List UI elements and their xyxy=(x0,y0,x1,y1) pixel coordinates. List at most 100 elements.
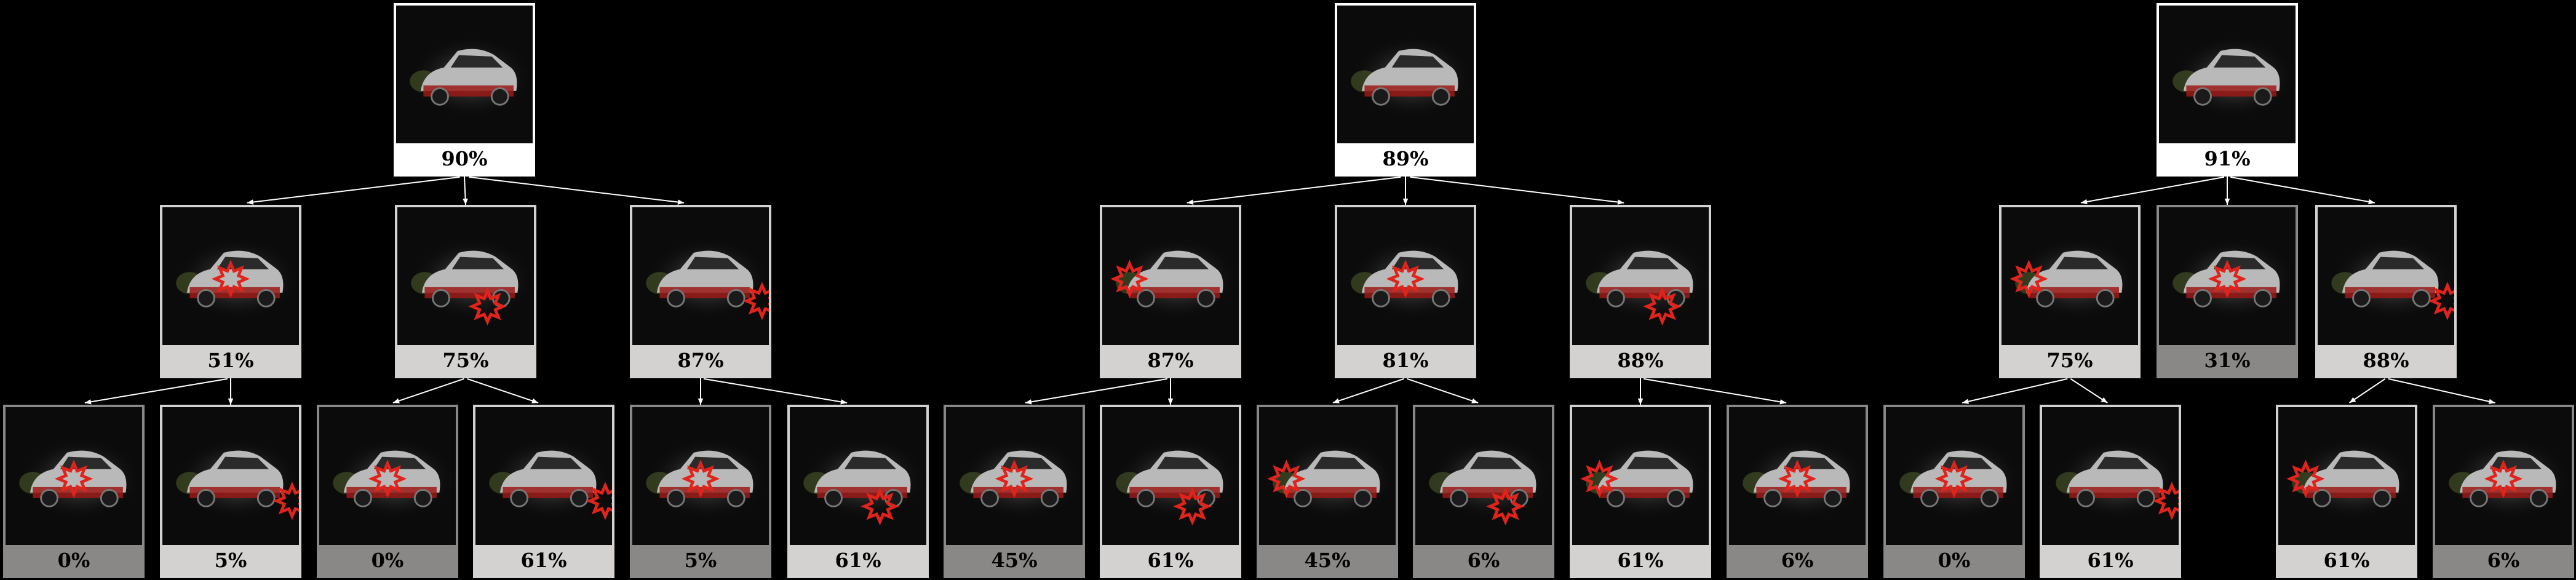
front-wheel xyxy=(1137,488,1155,507)
rear-wheel xyxy=(2253,288,2272,308)
rear-wheel xyxy=(570,488,589,507)
edge-arrowhead xyxy=(1471,398,1479,403)
marker-icon xyxy=(2010,260,2048,298)
confidence-label: 6% xyxy=(2487,549,2520,572)
rear-wheel xyxy=(726,488,745,507)
front-wheel xyxy=(40,488,58,507)
front-wheel xyxy=(1607,488,1625,507)
front-wheel xyxy=(1137,288,1155,308)
rear-wheel xyxy=(256,488,276,507)
front-wheel xyxy=(1372,87,1390,106)
marker-icon xyxy=(1173,487,1212,526)
confidence-label: 87% xyxy=(1147,349,1194,372)
car-windows xyxy=(1626,456,1679,469)
car-image xyxy=(176,437,299,520)
front-wheel xyxy=(197,488,215,507)
child-node: 81% xyxy=(1335,205,1476,378)
confidence-label: 87% xyxy=(677,349,724,372)
marker-icon xyxy=(1267,459,1306,498)
edge-arrowhead xyxy=(1187,199,1194,205)
car-windows xyxy=(1156,256,1209,269)
edge-line xyxy=(2070,378,2108,403)
car-thumbnail xyxy=(1886,407,2022,545)
car-windows xyxy=(450,55,503,68)
edge-arrowhead xyxy=(1402,198,1409,205)
confidence-label: 6% xyxy=(1781,549,1814,572)
car-windows xyxy=(2096,456,2149,469)
edge-arrowhead xyxy=(2488,399,2495,404)
marker-icon xyxy=(2484,459,2523,498)
child-node: 88% xyxy=(2315,205,2457,378)
car-image xyxy=(1899,437,2022,520)
car-image xyxy=(2331,237,2454,320)
confidence-label: 0% xyxy=(57,549,90,572)
front-wheel xyxy=(354,488,372,507)
edge-arrowhead xyxy=(1167,398,1174,405)
marker-icon xyxy=(1934,459,1974,498)
front-wheel xyxy=(2470,488,2488,507)
leaf-node: 61% xyxy=(787,405,929,578)
car-image xyxy=(2010,237,2138,320)
rear-wheel xyxy=(490,87,509,106)
car-image xyxy=(1351,237,1474,320)
car-thumbnail xyxy=(632,407,769,545)
car-thumbnail xyxy=(2042,407,2179,545)
rear-wheel xyxy=(1040,488,1059,507)
car-thumbnail xyxy=(2002,207,2138,345)
confidence-label: 31% xyxy=(2204,349,2251,372)
car-image xyxy=(176,237,299,320)
front-wheel xyxy=(1294,488,1312,507)
marker-icon xyxy=(2152,482,2179,520)
car-thumbnail xyxy=(2159,6,2296,143)
rear-wheel xyxy=(2096,288,2115,308)
front-wheel xyxy=(2193,288,2212,308)
marker-icon xyxy=(586,482,612,520)
edge-arrowhead xyxy=(677,199,685,205)
car-thumbnail xyxy=(1572,407,1709,545)
edge-arrowhead xyxy=(2368,199,2375,205)
car-thumbnail xyxy=(162,207,299,345)
front-wheel xyxy=(432,288,450,308)
rear-wheel xyxy=(2136,488,2155,507)
car-windows xyxy=(217,456,269,469)
confidence-label: 51% xyxy=(207,349,254,372)
car-image xyxy=(489,437,612,520)
edge-arrowhead xyxy=(2349,397,2356,403)
marker-icon xyxy=(1580,459,1619,498)
edge-arrowhead xyxy=(2080,199,2088,205)
edge-arrowhead xyxy=(84,399,92,405)
confidence-label: 91% xyxy=(2204,147,2251,170)
car-thumbnail xyxy=(2159,207,2296,345)
marker-icon xyxy=(272,482,299,520)
edge-line xyxy=(1962,378,2068,403)
front-wheel xyxy=(667,288,685,308)
leaf-node: 61% xyxy=(1100,405,1241,578)
confidence-label: 90% xyxy=(441,147,488,170)
marker-icon xyxy=(742,282,769,320)
front-wheel xyxy=(2313,488,2331,507)
marker-icon xyxy=(54,459,93,498)
car-image xyxy=(1429,437,1552,526)
leaf-node: 61% xyxy=(2276,405,2417,578)
leaf-node: 61% xyxy=(473,405,614,578)
leaf-node: 0% xyxy=(3,405,145,578)
rear-wheel xyxy=(1666,488,1685,507)
leaf-node: 6% xyxy=(1413,405,1554,578)
front-wheel xyxy=(1607,288,1625,308)
marker-icon xyxy=(1110,260,1149,298)
car-image xyxy=(1116,437,1239,526)
edge-line xyxy=(469,176,685,204)
car-thumbnail xyxy=(1729,407,1866,545)
car-image xyxy=(2449,437,2572,520)
rear-wheel xyxy=(2529,488,2548,507)
edge-arrowhead xyxy=(247,199,254,205)
car-image xyxy=(333,437,456,520)
marker-icon xyxy=(2286,459,2325,498)
marker-icon xyxy=(1778,459,1817,498)
edge-arrowhead xyxy=(1962,399,1969,404)
car-windows xyxy=(451,256,504,269)
front-wheel xyxy=(431,87,449,106)
leaf-node: 5% xyxy=(160,405,301,578)
front-wheel xyxy=(2077,488,2095,507)
